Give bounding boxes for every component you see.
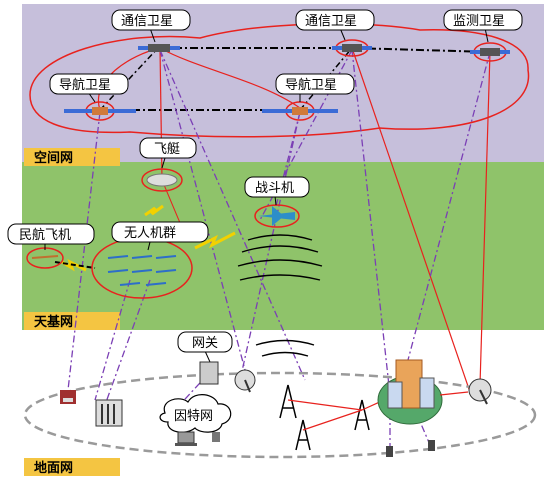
svg-text:战斗机: 战斗机	[255, 181, 294, 196]
inter-satellite-link	[351, 47, 491, 53]
tower-links	[287, 399, 363, 431]
ground-layer-label-bg	[24, 458, 120, 476]
red-link	[479, 51, 491, 386]
comm-satellite-1-callout: 通信卫星	[111, 9, 191, 43]
satellite-dish-icon	[468, 378, 492, 405]
cell-tower-icon	[295, 419, 311, 451]
satellite-icon	[470, 42, 510, 62]
server-rack-icon	[95, 399, 123, 427]
svg-text:通信卫星: 通信卫星	[305, 14, 357, 29]
fighter-callout: 战斗机	[244, 176, 310, 206]
space-network-boundary	[29, 23, 530, 138]
civil-aircraft-callout: 民航飞机	[7, 223, 95, 250]
internet-cloud-icon: 因特网	[159, 394, 232, 433]
router-icon	[212, 432, 220, 442]
space-layer-label: 空间网	[34, 150, 73, 166]
air-layer-label: 天基网	[34, 314, 73, 330]
svg-text:导航卫星: 导航卫星	[59, 77, 111, 93]
mobile-phone-icon	[386, 446, 393, 457]
cell-tower-icon	[354, 399, 370, 431]
airship-icon	[141, 168, 183, 192]
ground-network-boundary	[23, 371, 537, 459]
nav-satellite-1-callout: 导航卫星	[49, 73, 129, 103]
red-link	[159, 47, 301, 109]
ground-station-icon	[377, 359, 443, 425]
svg-text:因特网: 因特网	[174, 409, 213, 424]
svg-text:监测卫星: 监测卫星	[453, 14, 505, 29]
air-layer-label-bg	[24, 312, 120, 330]
nav-satellite-2-callout: 导航卫星	[275, 73, 355, 102]
radar-waves	[237, 234, 323, 357]
monitor-satellite-callout: 监测卫星	[443, 9, 523, 43]
airship-callout: 飞艇	[139, 137, 197, 169]
gateway-callout: 网关	[177, 331, 233, 363]
data-link	[54, 261, 96, 269]
red-link	[351, 47, 471, 393]
svg-text:飞艇: 飞艇	[154, 142, 180, 157]
satellite-icon	[138, 44, 180, 52]
svg-text:民航飞机: 民航飞机	[19, 227, 71, 243]
laptop-icon	[175, 431, 197, 446]
gateway-server-icon	[199, 361, 219, 385]
cell-tower-icon	[279, 384, 297, 419]
svg-text:无人机群: 无人机群	[124, 226, 176, 241]
dish-antenna-icon	[234, 369, 256, 393]
comm-satellite-2-callout: 通信卫星	[295, 9, 375, 41]
inter-satellite-link	[99, 47, 159, 111]
dish-link	[439, 391, 469, 396]
svg-text:网关: 网关	[192, 336, 218, 351]
space-layer-label-bg	[24, 148, 120, 166]
satellite-icon	[332, 39, 372, 57]
wireless-link-bolt	[144, 204, 164, 217]
wireless-link-bolt	[194, 231, 236, 250]
ground-layer-label: 地面网	[34, 460, 73, 476]
uav-swarm-icon	[91, 237, 193, 299]
fighter-jet-icon	[254, 204, 300, 228]
uav-swarm-callout: 无人机群	[111, 221, 209, 251]
svg-text:通信卫星: 通信卫星	[121, 14, 173, 29]
svg-text:导航卫星: 导航卫星	[285, 77, 337, 93]
mobile-phone-icon	[428, 440, 435, 451]
satellite-icon	[64, 101, 136, 121]
user-terminal-icon	[60, 390, 76, 404]
